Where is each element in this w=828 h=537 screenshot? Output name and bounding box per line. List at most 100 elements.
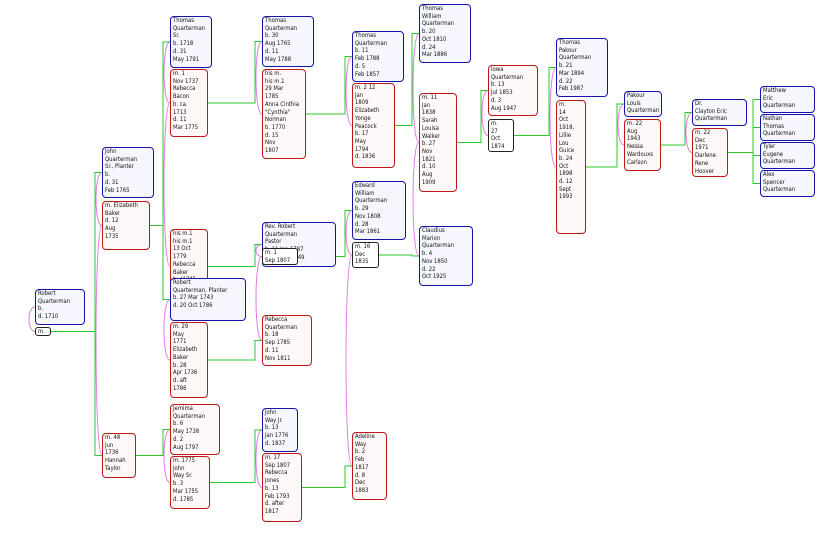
person-line: d. 11	[265, 48, 279, 55]
person-line: Quarterman	[763, 159, 796, 166]
person-line: Elizabeth	[173, 347, 198, 354]
person-line: Elizabeth	[355, 108, 380, 115]
person-line: 1807	[265, 148, 279, 155]
person-line: Aug 1947	[491, 105, 517, 112]
person-line: Quarterman, Planter	[173, 287, 228, 294]
person-line: 1779	[173, 254, 187, 261]
spouse-connector	[617, 103, 625, 146]
person-line: 1786	[173, 385, 187, 392]
person-line: b.	[105, 172, 111, 179]
person-line: John	[265, 410, 277, 416]
person-line: 14	[559, 109, 566, 116]
person-line: Aug 1765	[265, 41, 291, 48]
person-line: 27	[491, 128, 498, 135]
person-line: John	[173, 465, 185, 472]
person-line: Mar 1861	[355, 229, 381, 236]
person-line: b. ca.	[173, 101, 188, 108]
person-line: Quarterman	[559, 55, 592, 62]
person-line: d. 31	[173, 48, 187, 55]
marriage-box-u1[interactable]: m.	[35, 327, 51, 336]
person-line: 13 Oct	[173, 246, 191, 253]
person-line: Spencer	[763, 179, 785, 186]
spouse-connector	[163, 429, 171, 483]
person-line: Nov 1811	[265, 355, 291, 362]
descent-connector	[514, 67, 556, 136]
person-line: d. 31	[105, 179, 119, 186]
person-line: Alex	[763, 172, 775, 178]
descent-connector	[728, 127, 760, 153]
descent-connector	[306, 56, 352, 115]
person-line: b. 18	[265, 332, 279, 339]
person-line: Quarterman	[763, 103, 796, 110]
person-line: d. 5	[355, 63, 366, 70]
person-line: Quarterman	[627, 108, 660, 115]
person-line: Rebecca	[173, 86, 196, 93]
person-line: d. 12	[105, 218, 119, 225]
person-line: Nathan	[763, 116, 783, 122]
person-line: Pakour	[627, 93, 645, 99]
person-line: Feb 1788	[355, 56, 380, 63]
person-line: his m.1	[265, 78, 285, 85]
person-line: Way Jr.	[265, 417, 283, 424]
person-line: Quarterman	[763, 131, 796, 138]
descent-connector	[728, 152, 760, 184]
spouse-connector	[255, 41, 263, 115]
person-line: 1898	[559, 171, 573, 178]
spouse-connector	[412, 142, 420, 257]
spouse-connector	[481, 90, 489, 136]
person-line: d. 24	[422, 44, 436, 51]
person-line: Quarterman	[265, 324, 298, 331]
person-line: May 1791	[173, 56, 200, 63]
person-line: Eugene	[763, 151, 783, 158]
person-line: Oct	[559, 117, 569, 124]
person-line: 1918,	[559, 125, 575, 132]
spouse-connector	[345, 56, 353, 126]
person-line: Pastor	[265, 239, 282, 246]
person-line: Aug 1797	[173, 444, 199, 451]
person-line: b.	[38, 306, 44, 313]
person-line: 1817	[355, 464, 369, 471]
person-line: Oct 1925	[422, 274, 447, 281]
person-line: Aug	[627, 128, 638, 135]
person-line: b. 1718	[173, 41, 194, 48]
person-line: b. 20	[422, 29, 436, 36]
person-line: Sarah	[422, 118, 438, 125]
person-line: m. 29	[173, 324, 189, 330]
